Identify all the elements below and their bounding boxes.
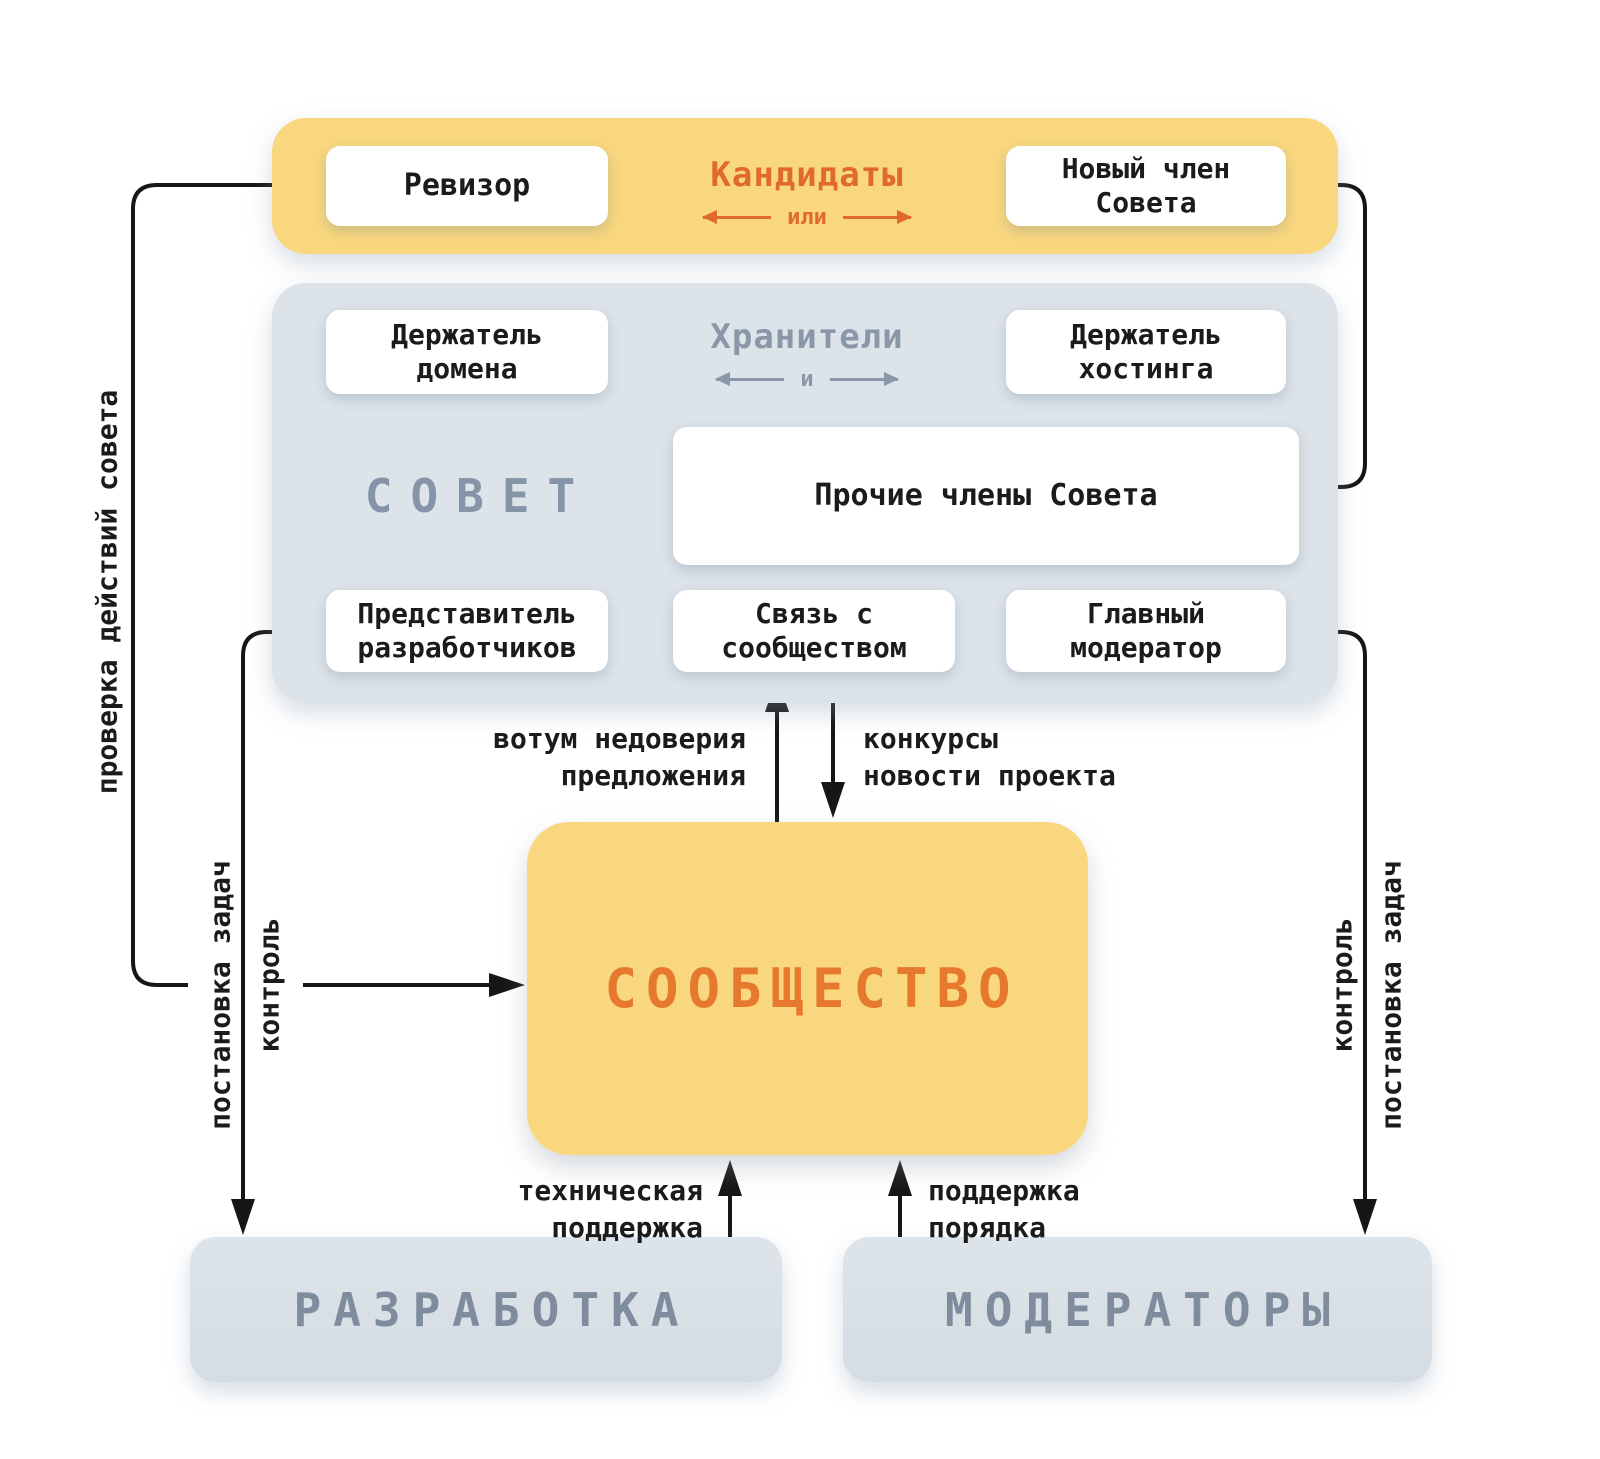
hosting-holder-node: Держатель хостинга — [1006, 310, 1286, 394]
community-title-text: СООБЩЕСТВО — [604, 957, 1020, 1020]
task-setting-left-label: постановка задач — [203, 860, 237, 1130]
or-label: или — [787, 204, 827, 230]
task-setting-right-label: постановка задач — [1374, 860, 1408, 1130]
arrowhead-into-moderators — [1353, 1199, 1377, 1235]
keepers-and-row: и — [715, 366, 899, 392]
council-title-text: СОВЕТ — [364, 469, 594, 523]
contests-label: конкурсы новости проекта — [863, 722, 1116, 792]
moderators-node: МОДЕРАТОРЫ — [843, 1237, 1432, 1382]
or-arrow-right-icon — [842, 209, 912, 224]
community-link-node: Связь с сообществом — [673, 590, 955, 672]
arrowhead-into-development — [231, 1199, 255, 1235]
tech-support-label: техническая поддержка — [517, 1174, 703, 1244]
domain-holder-node: Держатель домена — [326, 310, 608, 394]
keepers-title: Хранители — [710, 316, 904, 357]
candidates-or-row: или — [702, 204, 912, 230]
control-left-label: контроль — [252, 917, 286, 1053]
control-right-label: контроль — [1325, 917, 1359, 1053]
other-council-members-node: Прочие члены Совета — [673, 427, 1299, 565]
chief-moderator-node: Главный модератор — [1006, 590, 1286, 672]
arrowhead-into-community-left — [489, 973, 525, 997]
candidates-center: Кандидаты или — [642, 146, 972, 238]
no-confidence-label: вотум недоверия предложения — [493, 722, 746, 792]
council-check-label: проверка действий совета — [90, 389, 124, 795]
arrowhead-development-to-community — [718, 1160, 742, 1196]
council-title: СОВЕТ — [340, 450, 600, 542]
candidates-title: Кандидаты — [710, 154, 904, 195]
developers-representative-node: Представитель разработчиков — [326, 590, 608, 672]
and-arrow-left-icon — [715, 371, 785, 386]
edge-chiefmod-to-moderators — [1284, 630, 1367, 1199]
or-arrow-left-icon — [702, 209, 772, 224]
order-support-label: поддержка порядка — [928, 1174, 1080, 1244]
development-title-text: РАЗРАБОТКА — [293, 1282, 691, 1337]
arrowhead-moderators-to-community — [888, 1160, 912, 1196]
arrowhead-into-community-top — [821, 782, 845, 818]
development-node: РАЗРАБОТКА — [190, 1237, 782, 1382]
and-arrow-right-icon — [829, 371, 899, 386]
auditor-node: Ревизор — [326, 146, 608, 226]
keepers-center: Хранители и — [642, 308, 972, 400]
community-node: СООБЩЕСТВО — [527, 822, 1088, 1155]
edge-devrep-to-development — [241, 630, 328, 1199]
new-council-member-node: Новый член Совета — [1006, 146, 1286, 226]
moderators-title-text: МОДЕРАТОРЫ — [945, 1282, 1342, 1337]
and-label: и — [800, 366, 814, 392]
